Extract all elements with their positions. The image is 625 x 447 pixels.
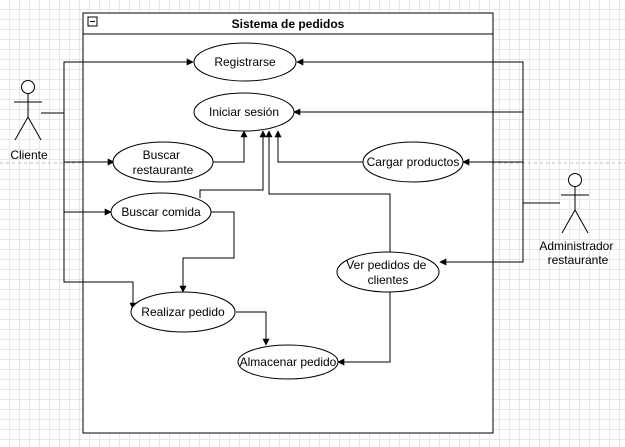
use-case-buscar-comida-label: Buscar comida — [121, 205, 201, 219]
use-case-ver-pedidos[interactable]: Ver pedidos de clientes — [336, 251, 440, 293]
use-case-iniciar-sesion[interactable]: Iniciar sesión — [193, 92, 295, 132]
system-title: Sistema de pedidos — [232, 17, 345, 31]
use-case-realizar-pedido-label: Realizar pedido — [141, 305, 225, 319]
edge-buscar-restaurante-iniciar — [213, 130, 248, 163]
use-case-realizar-pedido[interactable]: Realizar pedido — [130, 291, 236, 333]
edge-admin-registrarse — [296, 58, 560, 204]
use-case-buscar-restaurante-label: Buscar restaurante — [133, 148, 194, 177]
use-case-registrarse[interactable]: Registrarse — [193, 42, 297, 82]
actor-cliente-icon — [14, 80, 42, 141]
edge-ver-pedidos-almacenar — [337, 291, 391, 366]
collapse-icon[interactable] — [87, 16, 98, 27]
edge-buscar-comida-iniciar — [199, 130, 267, 198]
edge-cliente-realizar-pedido — [63, 212, 137, 310]
use-case-buscar-comida[interactable]: Buscar comida — [110, 192, 212, 232]
edge-buscar-comida-realizar — [179, 211, 235, 293]
actor-administrador[interactable] — [561, 173, 589, 234]
use-case-cargar-productos[interactable]: Cargar productos — [362, 141, 464, 183]
use-case-buscar-restaurante[interactable]: Buscar restaurante — [112, 141, 214, 183]
use-case-ver-pedidos-label: Ver pedidos de clientes — [346, 258, 429, 287]
edge-cliente-registrarse — [41, 58, 194, 114]
edge-realizar-almacenar — [236, 311, 270, 346]
use-case-almacenar-pedido[interactable]: Almacenar pedido — [237, 344, 339, 380]
use-case-cargar-productos-label: Cargar productos — [367, 155, 460, 169]
edge-admin-ver-pedidos — [439, 203, 524, 266]
edge-cargar-productos-iniciar — [274, 130, 363, 163]
use-case-iniciar-sesion-label: Iniciar sesión — [209, 105, 279, 119]
edge-ver-pedidos-iniciar — [265, 130, 391, 254]
connectors — [41, 58, 560, 366]
actor-administrador-icon — [561, 173, 589, 234]
use-case-almacenar-pedido-label: Almacenar pedido — [240, 355, 337, 369]
actor-administrador-label: Administrador restaurante — [539, 239, 616, 267]
use-case-registrarse-label: Registrarse — [214, 55, 276, 69]
actor-cliente-label: Cliente — [10, 148, 48, 162]
actor-cliente[interactable] — [14, 80, 42, 141]
